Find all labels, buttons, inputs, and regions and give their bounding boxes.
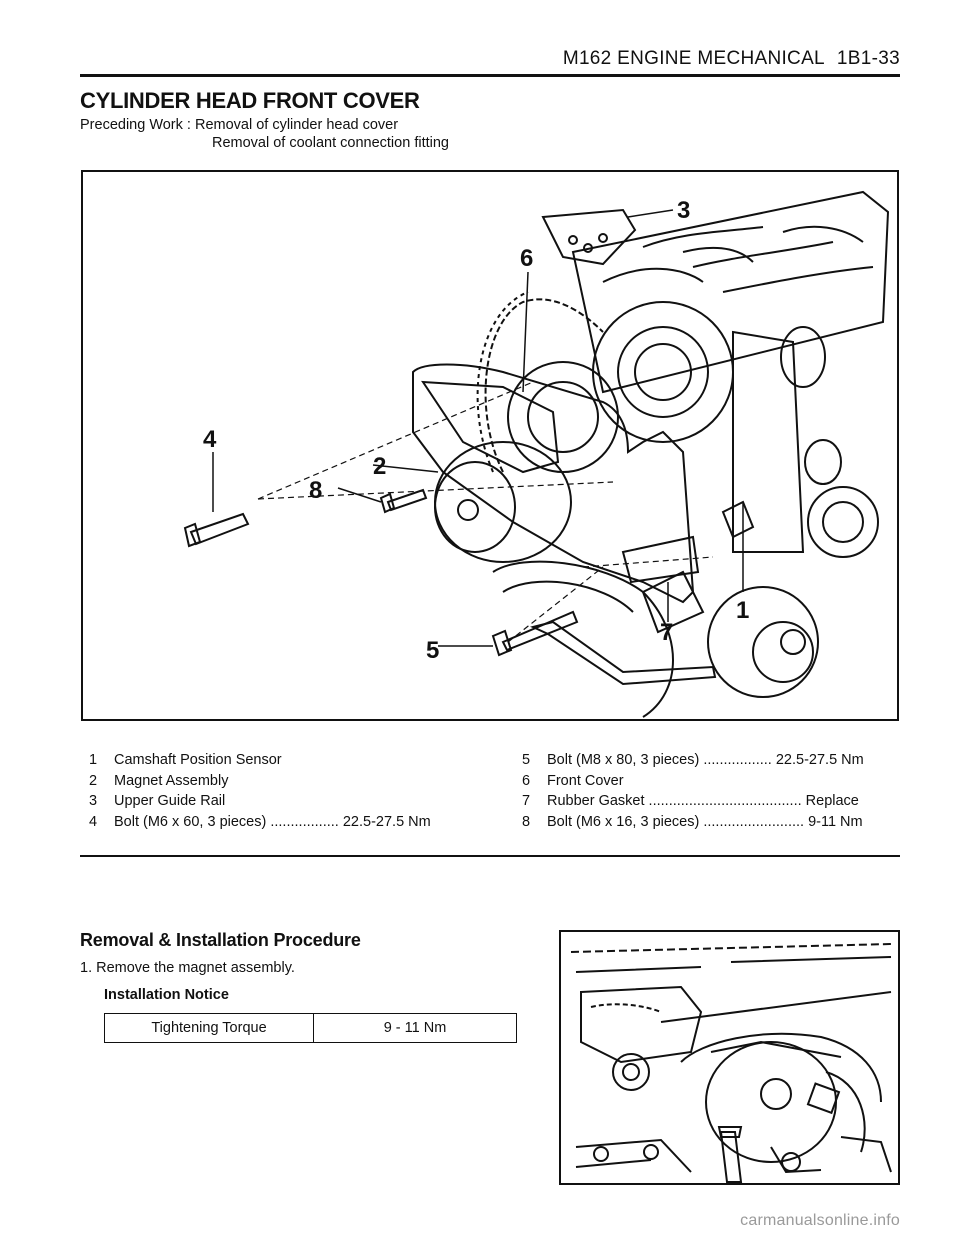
legend-item: 3 Upper Guide Rail <box>89 791 471 812</box>
legend-item: 6 Front Cover <box>522 771 898 792</box>
callout-6: 6 <box>520 245 533 272</box>
callout-2: 2 <box>373 453 386 480</box>
parts-legend-right: 5 Bolt (M8 x 80, 3 pieces) ..............… <box>522 750 898 832</box>
installation-notice-label: Installation Notice <box>104 987 229 1003</box>
callout-1: 1 <box>736 597 749 624</box>
legend-item: 7 Rubber Gasket .........................… <box>522 791 898 812</box>
header-title: M162 ENGINE MECHANICAL <box>562 48 825 69</box>
legend-item: 1 Camshaft Position Sensor <box>89 750 471 771</box>
legend-text: Bolt (M8 x 80, 3 pieces) ...............… <box>547 752 864 768</box>
legend-number: 1 <box>89 752 98 768</box>
header-rule <box>80 74 900 77</box>
legend-number: 6 <box>522 772 531 789</box>
legend-number: 2 <box>89 772 98 789</box>
section-title: CYLINDER HEAD FRONT COVER <box>80 88 420 113</box>
torque-label-cell: Tightening Torque <box>105 1014 314 1042</box>
callout-4: 4 <box>203 426 217 453</box>
torque-value-cell: 9 - 11 Nm <box>383 1020 447 1036</box>
legend-number: 5 <box>522 752 531 768</box>
legend-number: 4 <box>89 813 98 830</box>
legend-item: 2 Magnet Assembly <box>89 771 471 792</box>
callout-7: 7 <box>660 619 673 646</box>
legend-text: Front Cover <box>547 772 624 789</box>
legend-text: Magnet Assembly <box>114 772 229 789</box>
legend-number: 3 <box>89 793 98 809</box>
legend-item: 5 Bolt (M8 x 80, 3 pieces) ..............… <box>522 750 898 771</box>
legend-text: Rubber Gasket ..........................… <box>547 793 859 809</box>
legend-number: 8 <box>522 813 531 830</box>
page-number: 1B1-33 <box>836 48 900 69</box>
magnet-assembly-figure <box>559 930 900 1185</box>
magnet-assembly-illustration <box>570 943 892 1183</box>
legend-item: 4 Bolt (M6 x 60, 3 pieces) ..............… <box>89 812 471 833</box>
callout-5: 5 <box>426 637 439 664</box>
engine-illustration: 4 8 2 5 6 3 7 1 <box>183 190 890 718</box>
legend-text: Bolt (M6 x 60, 3 pieces) ...............… <box>114 813 431 830</box>
preceding-work-line-2: Removal of coolant connection fitting <box>212 135 449 151</box>
callout-8: 8 <box>309 477 322 504</box>
procedure-title: Removal & Installation Procedure <box>80 930 361 950</box>
preceding-work-line-1: Preceding Work : Removal of cylinder hea… <box>80 117 399 133</box>
torque-table: Tightening Torque 9 - 11 Nm <box>104 1013 517 1043</box>
legend-text: Upper Guide Rail <box>114 793 226 809</box>
parts-legend-left: 1 Camshaft Position Sensor 2 Magnet Assemb… <box>89 750 471 832</box>
callout-3: 3 <box>677 197 690 224</box>
legend-text: Camshaft Position Sensor <box>114 752 282 768</box>
procedure-step-1: 1. Remove the magnet assembly. <box>80 960 295 976</box>
exploded-view-figure: 4 8 2 5 6 3 7 1 <box>81 170 899 721</box>
legend-number: 7 <box>522 793 531 809</box>
section-divider <box>80 855 900 857</box>
page-header: M162 ENGINE MECHANICAL 1B1-33 <box>563 48 900 70</box>
legend-item: 8 Bolt (M6 x 16, 3 pieces) ..............… <box>522 812 898 833</box>
legend-text: Bolt (M6 x 16, 3 pieces) ...............… <box>547 813 863 830</box>
watermark: carmanualsonline.info <box>740 1212 900 1229</box>
